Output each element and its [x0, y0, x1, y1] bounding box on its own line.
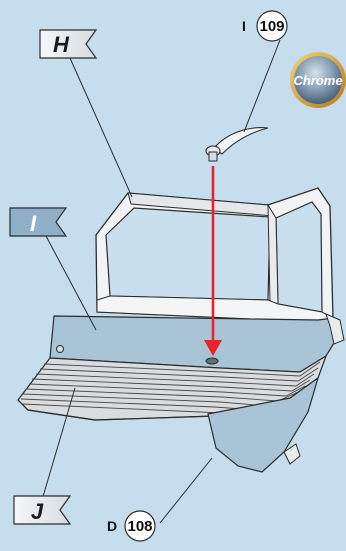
chrome-badge-label: Chrome	[293, 73, 342, 88]
spotlight-part	[206, 128, 268, 161]
screw-head	[57, 346, 64, 353]
part-ref-top-number: 109	[259, 18, 284, 35]
part-ref-top-letter: I	[242, 18, 246, 34]
part-ref-bottom-number: 108	[127, 518, 152, 535]
chrome-badge: Chrome	[290, 52, 346, 108]
flag-h: H	[40, 30, 96, 58]
mounting-hole	[206, 358, 218, 364]
windscreen-frame	[96, 188, 333, 322]
part-ref-bottom: D 108	[107, 511, 155, 541]
flag-j-label: J	[31, 499, 44, 524]
part-ref-bottom-letter: D	[107, 518, 117, 534]
part-ref-top: I 109	[242, 11, 287, 41]
flag-j: J	[14, 496, 70, 524]
flag-h-label: H	[53, 32, 70, 57]
flag-i: I	[10, 208, 66, 236]
flag-i-label: I	[30, 211, 37, 236]
